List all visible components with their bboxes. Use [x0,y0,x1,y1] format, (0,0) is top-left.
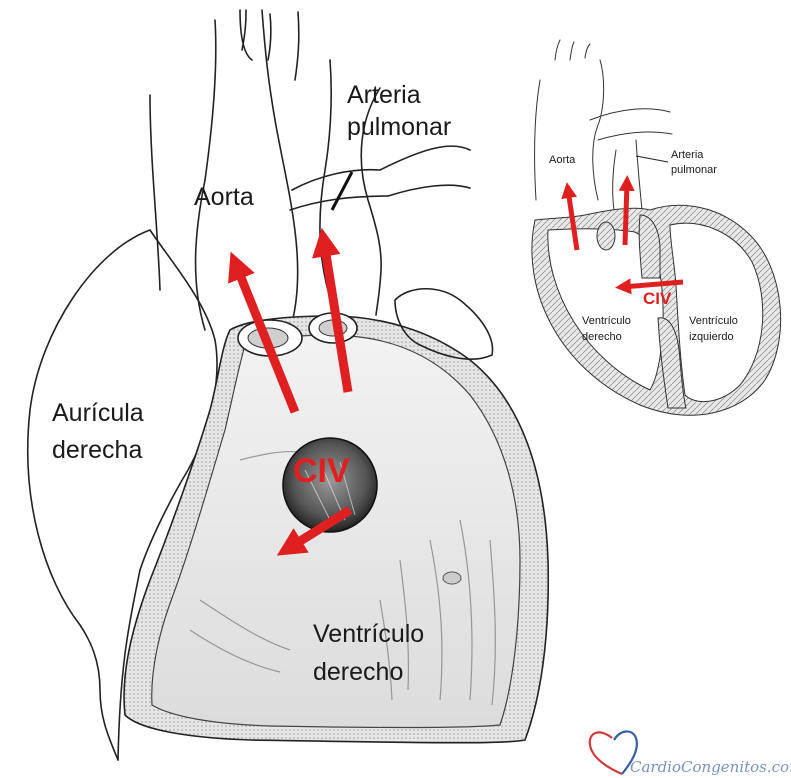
inset-arrow-pulmonary [625,183,627,245]
inset-label-pulmonar: pulmonar [671,164,717,176]
watermark-text: CardioCongenitos.com.ar [630,758,791,776]
pulmonar-leader-line [332,172,352,210]
label-aorta: Aorta [194,183,254,211]
inset-label-vd1: Ventrículo [582,315,631,327]
arch-branches [242,10,299,80]
inset-label-arteria: Arteria [671,149,704,161]
inset-outlet-septum [597,222,615,250]
inset-arch-branches [555,40,590,60]
main-heart: Arteria pulmonar Aorta Aurícula derecha … [28,10,548,760]
inset-heart: Aorta Arteria pulmonar CIV Ventrículo de… [532,40,781,415]
inset-pulmonary [590,109,672,210]
inset-label-vi1: Ventrículo [689,315,738,327]
inset-label-civ: CIV [643,289,672,308]
heart-logo-icon [590,732,622,774]
label-arteria: Arteria [347,81,421,109]
inset-label-aorta: Aorta [549,154,576,166]
inset-leader-line [636,156,668,162]
label-auricula: Aurícula [52,399,144,427]
pulmonary-left-branch [380,146,470,196]
label-derecho: derecho [313,658,403,686]
inset-label-vi2: izquierdo [689,331,734,343]
papillary-muscle [443,572,461,584]
label-derecha: derecha [52,436,142,464]
inset-aorta [535,60,604,200]
inset-label-vd2: derecho [582,331,622,343]
label-pulmonar: pulmonar [347,113,451,141]
svc-vessel [150,10,252,290]
label-ventriculo: Ventrículo [313,620,424,648]
watermark: CardioCongenitos.com.ar [590,731,791,776]
label-civ: CIV [293,452,350,490]
